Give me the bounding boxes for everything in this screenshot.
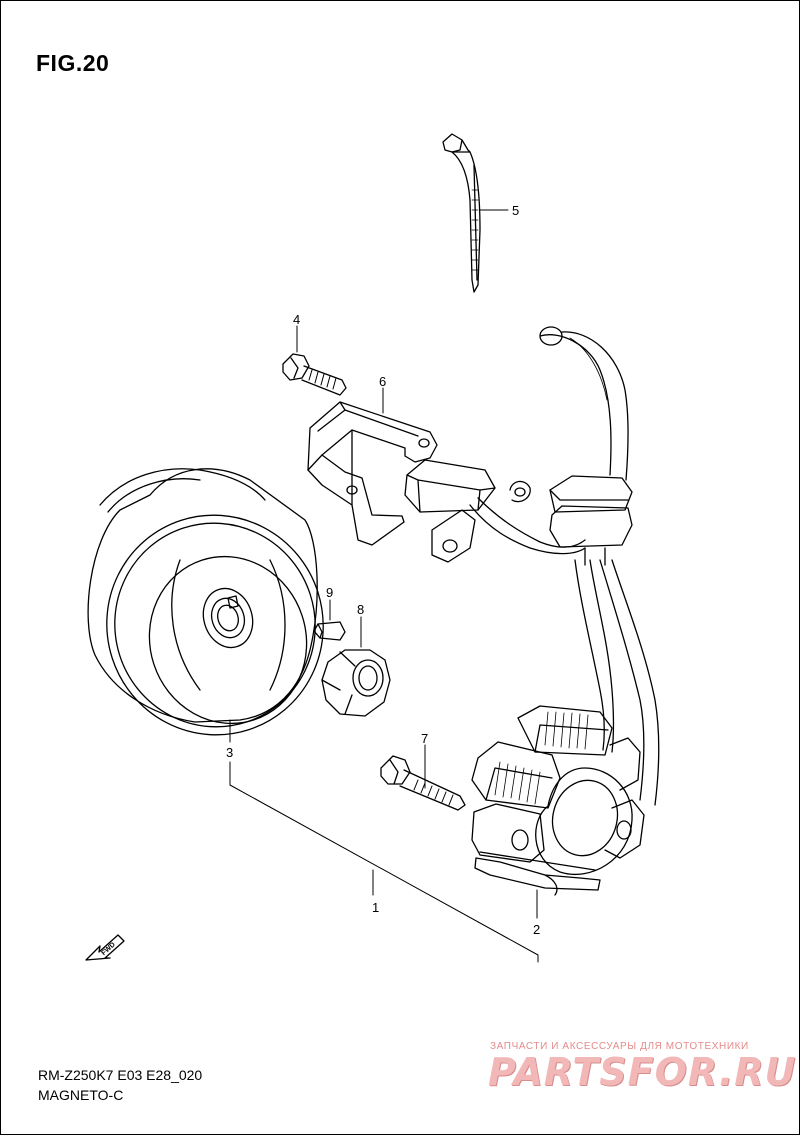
model-code: RM-Z250K7 E03 E28_020 [38, 1067, 203, 1083]
bolt-7-part [380, 755, 466, 811]
callout-8: 8 [357, 602, 364, 617]
cable-tie-part [442, 133, 481, 293]
callout-6: 6 [379, 374, 386, 389]
figure-title: FIG.20 [36, 50, 110, 76]
callout-9: 9 [326, 585, 333, 600]
watermark-logo: PARTSFOR.RU [488, 1050, 797, 1094]
callout-labels: 1 2 3 4 5 6 7 8 9 [226, 203, 540, 937]
callout-5: 5 [512, 203, 519, 218]
flywheel-rotor-part [87, 468, 324, 736]
key-part [313, 621, 346, 641]
callout-4: 4 [293, 312, 300, 327]
stator-part [471, 705, 645, 896]
callout-1: 1 [372, 900, 379, 915]
leader-lines [229, 209, 539, 963]
callout-3: 3 [226, 745, 233, 760]
watermark-tagline: ЗАПЧАСТИ И АКСЕССУАРЫ ДЛЯ МОТОТЕХНИКИ [490, 1041, 749, 1052]
bracket-part [307, 401, 438, 546]
wire-harness [539, 326, 660, 806]
bolt-4-part [282, 353, 347, 396]
callout-2: 2 [533, 922, 540, 937]
callout-7: 7 [421, 731, 428, 746]
wire-connector [404, 459, 586, 563]
fwd-arrow-icon: FWD [85, 934, 125, 961]
nut-part [321, 649, 391, 717]
group-name: MAGNETO-C [38, 1087, 124, 1103]
